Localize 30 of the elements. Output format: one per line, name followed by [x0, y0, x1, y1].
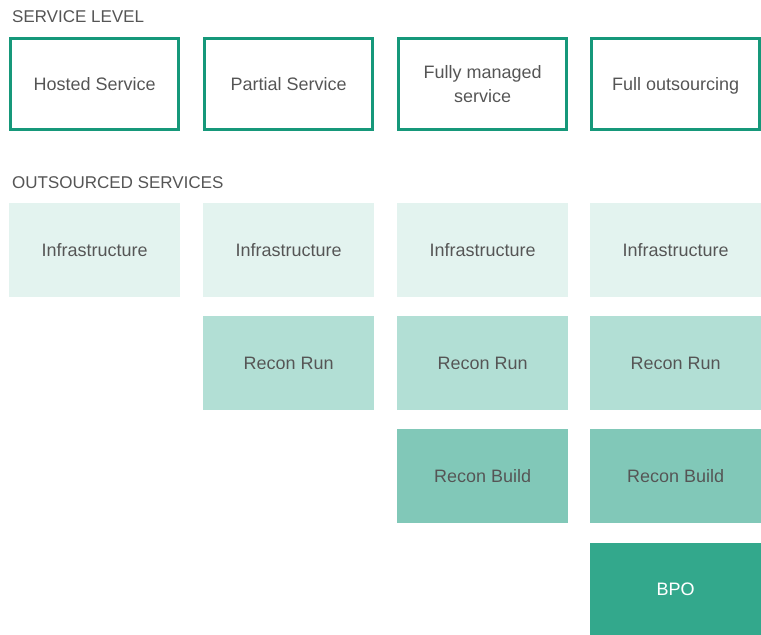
box-label: Infrastructure — [41, 239, 148, 262]
service-tile — [590, 429, 761, 523]
box-label: Recon Run — [437, 352, 528, 375]
box-label: Infrastructure — [622, 239, 729, 262]
service-tile — [590, 543, 761, 635]
box-label: Recon Build — [434, 465, 532, 488]
service-level-box — [9, 37, 180, 131]
section-heading: SERVICE LEVEL — [12, 6, 144, 28]
box-label: Partial Service — [230, 73, 347, 96]
section-heading: OUTSOURCED SERVICES — [12, 172, 224, 194]
service-tile — [590, 203, 761, 297]
service-tile — [9, 203, 180, 297]
service-level-box — [397, 37, 568, 131]
service-tile — [590, 316, 761, 410]
box-label: Hosted Service — [33, 73, 156, 96]
service-tile — [203, 203, 374, 297]
service-level-box — [590, 37, 761, 131]
service-tile — [397, 316, 568, 410]
box-label: Infrastructure — [429, 239, 536, 262]
box-label: Recon Build — [626, 465, 724, 488]
box-label: Recon Run — [243, 352, 334, 375]
box-label: Fully managed service — [422, 61, 543, 108]
service-tile — [397, 429, 568, 523]
box-label: Full outsourcing — [612, 73, 740, 96]
service-tile — [397, 203, 568, 297]
box-label: BPO — [656, 578, 694, 601]
box-label: Recon Run — [630, 352, 721, 375]
service-tile — [203, 316, 374, 410]
service-level-box — [203, 37, 374, 131]
box-label: Infrastructure — [235, 239, 342, 262]
